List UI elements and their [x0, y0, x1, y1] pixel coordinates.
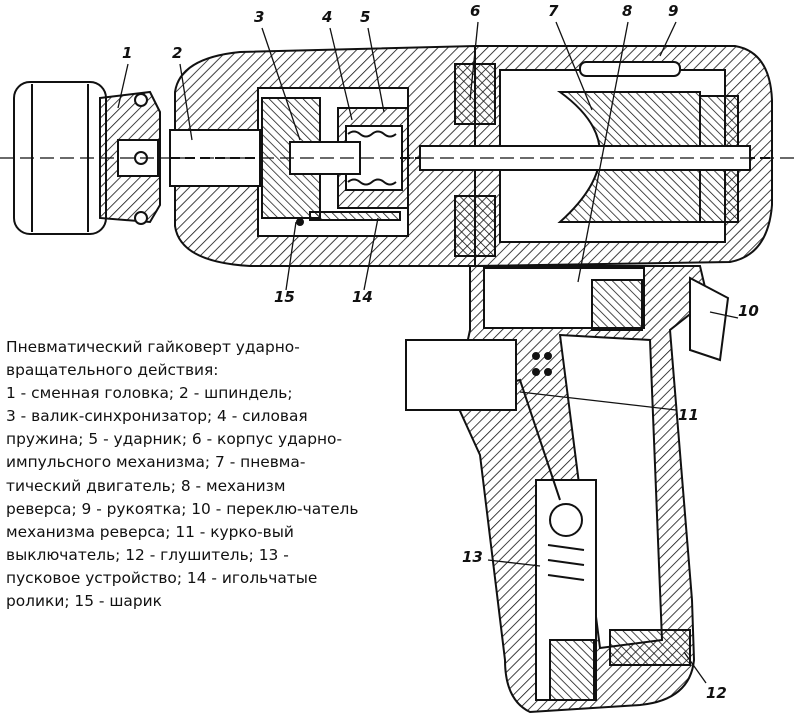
callout-14: 14: [352, 288, 373, 306]
callout-12: 12: [706, 684, 727, 702]
callout-numbers: 1 2 3 4 5 6 7 8 9 10 11 12 13 14 15: [122, 2, 759, 702]
callout-7: 7: [548, 2, 559, 20]
figure-caption: Пневматический гайковерт ударно- вращате…: [6, 336, 401, 613]
caption-line: механизма реверса; 11 - курко-вый: [6, 522, 294, 541]
caption-line: ролики; 15 - шарик: [6, 592, 162, 611]
caption-line: выключатель; 12 - глушитель; 13 -: [6, 545, 289, 564]
callout-4: 4: [321, 8, 332, 26]
caption-line: импульсного механизма; 7 - пневма-: [6, 453, 306, 472]
callout-2: 2: [172, 44, 182, 62]
caption-line: 3 - валик-синхронизатор; 4 - силовая: [6, 407, 308, 426]
motor-housing: [0, 45, 800, 268]
caption-line: пружина; 5 - ударник; 6 - корпус ударно-: [6, 430, 343, 449]
callout-15: 15: [274, 288, 295, 306]
callout-8: 8: [622, 2, 632, 20]
callout-5: 5: [360, 8, 370, 26]
caption-line: Пневматический гайковерт ударно-: [6, 338, 300, 356]
callout-11: 11: [678, 406, 699, 424]
caption-line: вращательного действия:: [6, 361, 219, 380]
caption-line: 1 - сменная головка; 2 - шпиндель;: [6, 384, 293, 403]
callout-9: 9: [668, 2, 678, 20]
caption-line: тический двигатель; 8 - механизм: [6, 476, 286, 495]
pistol-grip: [405, 265, 730, 714]
callout-1: 1: [122, 44, 132, 62]
callout-10: 10: [738, 302, 759, 320]
callout-13: 13: [462, 548, 483, 566]
caption-line: пусковое устройство; 14 - игольчатые: [6, 568, 318, 587]
callout-3: 3: [254, 8, 264, 26]
caption-line: реверса; 9 - рукоятка; 10 - переклю-чате…: [6, 499, 359, 518]
exchangeable-head: [13, 81, 161, 235]
callout-6: 6: [470, 2, 480, 20]
leader-lines: [117, 21, 739, 684]
